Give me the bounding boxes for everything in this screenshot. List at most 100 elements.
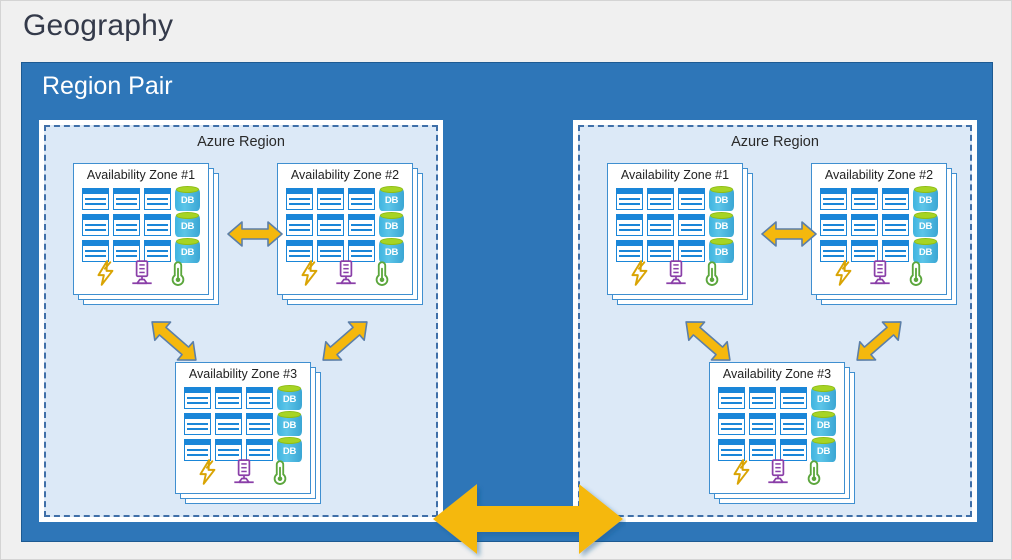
server-icon [348, 240, 375, 262]
availability-zone-card-right-2[interactable]: Availability Zone #2 [811, 163, 957, 305]
power-icon [97, 260, 114, 286]
availability-zone-card-right-1[interactable]: Availability Zone #1 [607, 163, 753, 305]
zone-title: Availability Zone #2 [290, 168, 400, 182]
connector-zone1-zone3 [677, 312, 739, 370]
infrastructure-icon-row [622, 258, 730, 288]
server-icon [718, 413, 745, 435]
database-icon: DB [811, 437, 836, 462]
connector-region-pair [430, 475, 626, 560]
server-icon [246, 439, 273, 461]
power-icon [199, 459, 216, 485]
network-icon [336, 260, 356, 285]
server-icon [246, 413, 273, 435]
server-icon [820, 188, 847, 210]
server-icon [184, 439, 211, 461]
database-icon: DB [709, 186, 734, 211]
server-icon [113, 188, 140, 210]
azure-region-left: Azure Region Availability Zone #1 [39, 120, 443, 522]
availability-zone-card-left-3[interactable]: Availability Zone #3 [175, 362, 321, 504]
database-icon: DB [709, 238, 734, 263]
database-icon: DB [913, 238, 938, 263]
database-icon: DB [277, 385, 302, 410]
azure-region-right-boundary: Azure Region Availability Zone #1 [578, 125, 972, 517]
server-icon [82, 214, 109, 236]
power-icon [631, 260, 648, 286]
server-icon [616, 240, 643, 262]
server-grid [286, 188, 375, 262]
server-icon [851, 188, 878, 210]
server-icon [749, 387, 776, 409]
server-icon [882, 188, 909, 210]
zone-card-front: Availability Zone #3 [175, 362, 311, 494]
database-column: DB DB DB [175, 186, 200, 263]
database-column: DB DB DB [811, 385, 836, 462]
server-icon [184, 413, 211, 435]
server-icon [286, 214, 313, 236]
server-icon [882, 240, 909, 262]
connector-zone1-zone3 [143, 312, 205, 370]
server-icon [348, 214, 375, 236]
server-icon [882, 214, 909, 236]
server-icon [616, 214, 643, 236]
server-icon [678, 240, 705, 262]
server-icon [317, 240, 344, 262]
azure-region-left-label: Azure Region [197, 134, 285, 150]
server-icon [144, 188, 171, 210]
database-icon: DB [175, 212, 200, 237]
thermometer-icon [171, 261, 185, 286]
thermometer-icon [273, 460, 287, 485]
server-icon [820, 214, 847, 236]
database-icon: DB [379, 212, 404, 237]
server-icon [647, 240, 674, 262]
database-column: DB DB DB [913, 186, 938, 263]
server-icon [780, 413, 807, 435]
availability-zone-card-left-1[interactable]: Availability Zone #1 [73, 163, 219, 305]
page-title: Geography [23, 9, 174, 42]
infrastructure-icon-row [724, 457, 832, 487]
server-icon [215, 439, 242, 461]
availability-zone-card-left-2[interactable]: Availability Zone #2 [277, 163, 423, 305]
azure-region-right-label: Azure Region [731, 134, 819, 150]
server-icon [113, 214, 140, 236]
infrastructure-icon-row [190, 457, 298, 487]
server-icon [851, 240, 878, 262]
server-icon [286, 240, 313, 262]
connector-zone1-zone2 [226, 217, 284, 251]
infrastructure-icon-row [88, 258, 196, 288]
network-icon [234, 459, 254, 484]
server-icon [780, 439, 807, 461]
database-icon: DB [277, 437, 302, 462]
thermometer-icon [807, 460, 821, 485]
zone-card-front: Availability Zone #2 [277, 163, 413, 295]
azure-region-left-boundary: Azure Region Availability Zone #1 [44, 125, 438, 517]
database-icon: DB [811, 385, 836, 410]
database-icon: DB [175, 238, 200, 263]
server-icon [820, 240, 847, 262]
server-icon [184, 387, 211, 409]
database-icon: DB [709, 212, 734, 237]
server-icon [215, 413, 242, 435]
server-icon [616, 188, 643, 210]
power-icon [301, 260, 318, 286]
database-icon: DB [913, 186, 938, 211]
infrastructure-icon-row [292, 258, 400, 288]
server-grid [718, 387, 807, 461]
database-icon: DB [811, 411, 836, 436]
power-icon [733, 459, 750, 485]
server-icon [749, 413, 776, 435]
infrastructure-icon-row [826, 258, 934, 288]
zone-title: Availability Zone #2 [824, 168, 934, 182]
server-icon [647, 188, 674, 210]
network-icon [132, 260, 152, 285]
server-icon [144, 240, 171, 262]
database-icon: DB [277, 411, 302, 436]
server-grid [820, 188, 909, 262]
server-icon [82, 188, 109, 210]
server-icon [144, 214, 171, 236]
server-icon [286, 188, 313, 210]
connector-zone2-zone3 [314, 312, 376, 370]
server-icon [851, 214, 878, 236]
server-icon [678, 214, 705, 236]
availability-zone-card-right-3[interactable]: Availability Zone #3 [709, 362, 855, 504]
